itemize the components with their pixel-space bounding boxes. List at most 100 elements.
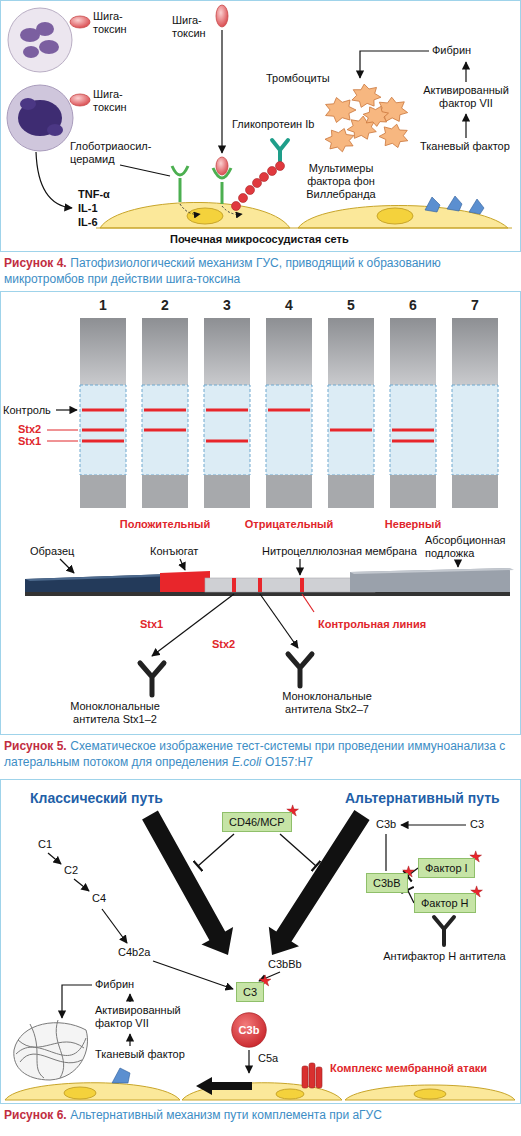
endothelial-cell (187, 208, 223, 224)
node-text: Фактор I (425, 861, 468, 875)
vwf-multimer (246, 186, 255, 195)
panel-frame (1, 780, 521, 1104)
arrow (120, 165, 170, 176)
label-text: Положительный (105, 518, 225, 531)
arrow (36, 30, 466, 208)
test-strip (328, 385, 374, 475)
label-text: C3bBb (268, 958, 302, 971)
label-text: Моноклональные антитела Stx2–7 (262, 690, 392, 716)
caption-text: E.coli (232, 755, 261, 769)
endothelial-cell (100, 202, 290, 228)
vwf-multimer (239, 194, 248, 203)
node-text: C3 (243, 985, 257, 999)
label-text: Альтернативный путь (345, 790, 500, 807)
test-strip (390, 318, 436, 385)
test-strip (392, 429, 434, 432)
antibody-symbol (140, 663, 164, 695)
panel-frame (1, 1, 521, 1104)
arrow (457, 562, 458, 567)
tissue-factor (425, 196, 484, 214)
label-text: Фибрин (432, 44, 471, 57)
lateral-flow-strip (205, 578, 375, 592)
test-strip (80, 318, 498, 508)
label-text: Контрольная линия (318, 618, 426, 631)
test-strip (204, 318, 250, 508)
label-text: Отрицательный (229, 518, 349, 531)
label-text: C1 (38, 838, 52, 851)
node-text: Фактор H (421, 896, 469, 910)
neutrophil-cell (36, 22, 54, 36)
caption-text: Альтернативный механизм пути комплемента… (70, 1108, 382, 1122)
tissue-factor (112, 1068, 130, 1083)
test-strip (142, 475, 188, 508)
label-text: C4 (92, 892, 106, 905)
test-strip (392, 440, 434, 443)
label-text: Шига-токсин (93, 10, 135, 36)
arrow (401, 824, 466, 825)
test-strip (266, 475, 312, 508)
shiga-toxin (70, 94, 90, 106)
neutrophil-cell (47, 124, 63, 136)
arrow (299, 559, 300, 575)
label-text: 3 (217, 297, 237, 314)
leader-line (47, 441, 78, 442)
test-strip (204, 385, 250, 475)
fibrin-mesh (14, 1020, 88, 1080)
arrow (74, 879, 89, 891)
receptor (221, 182, 224, 204)
test-strip (268, 409, 310, 412)
label-text: Шига-токсин (93, 88, 135, 114)
vwf-multimer (232, 162, 285, 211)
test-strip (328, 318, 374, 508)
caption-text: O157:H7 (265, 755, 313, 769)
fibrin-mesh (14, 1023, 88, 1080)
thick-arrow (196, 1077, 252, 1095)
receptor (179, 178, 182, 202)
test-strip (144, 409, 186, 412)
label-text: C2 (64, 864, 78, 877)
label-text: Образец (30, 545, 74, 558)
label-text: C3 (470, 818, 484, 831)
label-text: Тканевый фактор (95, 1048, 185, 1061)
caption-text: Патофизиологический механизм ГУС, привод… (4, 256, 441, 286)
shiga-toxin (216, 157, 228, 175)
fibrin-mesh (18, 1040, 84, 1048)
caption-text: Рисунок 4. (4, 256, 67, 270)
endothelial-cell (64, 1087, 96, 1099)
test-strip (390, 318, 436, 508)
membrane-attack-complex (316, 1067, 322, 1088)
leader-line (47, 430, 78, 431)
glycoprotein-ib (272, 140, 288, 161)
receptor (172, 166, 188, 175)
arrow (302, 594, 314, 612)
neutrophil-cell (20, 98, 36, 110)
endothelial-cell (377, 208, 413, 224)
test-strip (80, 385, 126, 475)
test-strip (266, 318, 312, 385)
neutrophil-cell (7, 8, 73, 151)
membrane-attack-complex (302, 1063, 322, 1088)
label-text: Тромбоциты (266, 72, 330, 85)
label-text: Stx1 (140, 618, 163, 631)
endothelial-cell (414, 1089, 446, 1099)
test-strip (204, 318, 250, 385)
arrow (260, 594, 298, 648)
vwf-multimer (232, 202, 241, 211)
test-strip (266, 318, 312, 508)
arrow (56, 409, 77, 410)
tissue-factor (112, 1068, 130, 1083)
test-strip (206, 440, 248, 443)
receptor (213, 168, 231, 178)
label-text: C3b (376, 818, 396, 831)
antibody-symbol (434, 917, 454, 945)
arrow (62, 985, 92, 1018)
panel-frame (1, 1, 521, 252)
label-text: Почечная микрососудистая сеть (170, 233, 349, 246)
test-strip (328, 318, 374, 385)
antibody-symbol (140, 654, 312, 695)
label-text: Stx2 (18, 423, 41, 436)
label-text: 7 (465, 297, 485, 314)
label-text: Моноклональные антитела Stx1–2 (50, 700, 180, 726)
test-strip (330, 429, 372, 432)
